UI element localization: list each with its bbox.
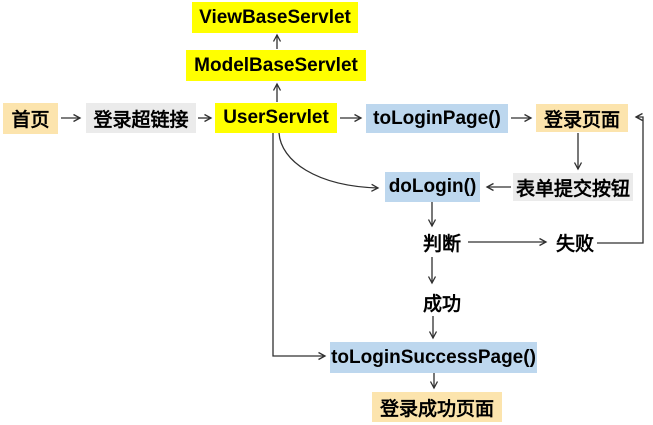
node-to-login-success-page: toLoginSuccessPage() — [330, 342, 537, 373]
node-view-base-servlet: ViewBaseServlet — [192, 2, 358, 33]
node-login-success-page: 登录成功页面 — [372, 392, 502, 422]
node-do-login: doLogin() — [385, 172, 480, 202]
arrow-userservlet-to-tologinsuccess — [272, 133, 327, 361]
arrow-userservlet-to-dologin — [278, 132, 380, 192]
label-fail: 失败 — [555, 233, 594, 255]
arrow-fail-to-loginpage — [597, 112, 644, 244]
label-judge: 判断 — [422, 233, 461, 255]
node-form-submit-button: 表单提交按钮 — [513, 173, 633, 201]
node-login-link: 登录超链接 — [86, 103, 196, 133]
node-to-login-page: toLoginPage() — [366, 104, 508, 133]
node-home-page: 首页 — [3, 103, 58, 134]
node-login-page: 登录页面 — [536, 104, 628, 132]
label-success: 成功 — [422, 293, 461, 315]
node-user-servlet: UserServlet — [215, 103, 337, 133]
node-model-base-servlet: ModelBaseServlet — [186, 50, 366, 81]
